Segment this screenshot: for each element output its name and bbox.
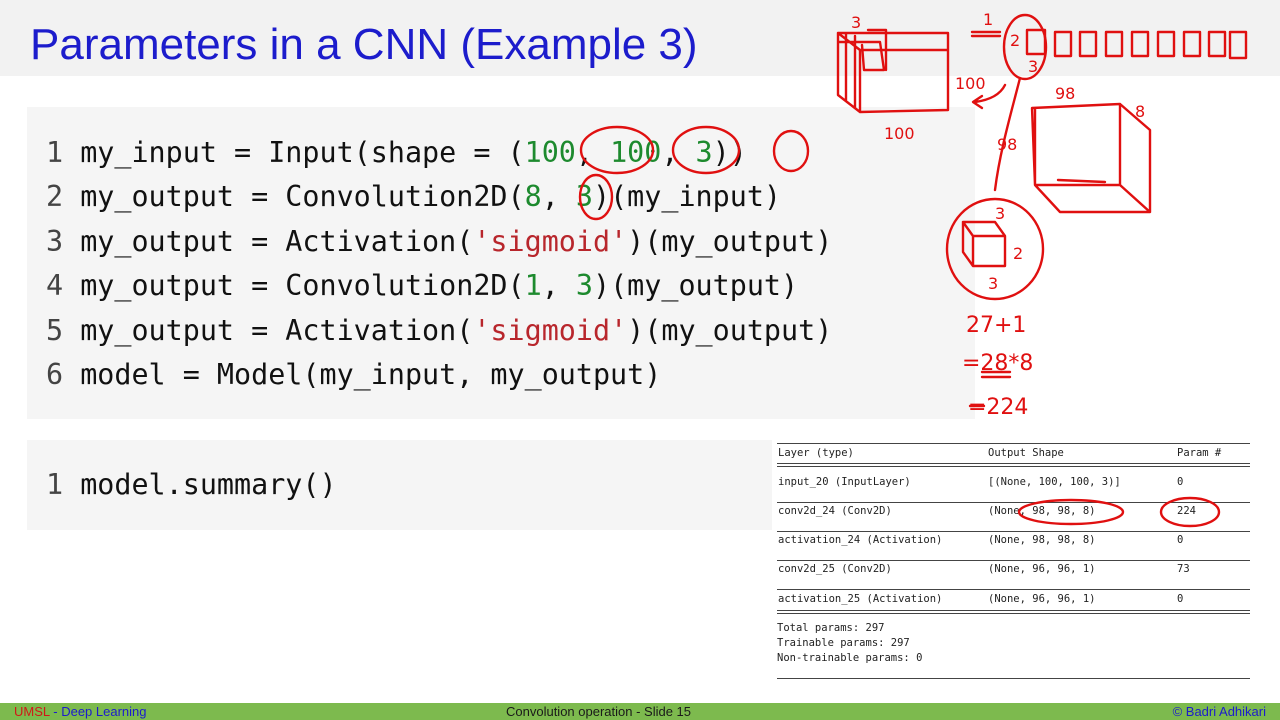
code-line-2: 2 my_output = Convolution2D(8, 3)(my_inp…: [46, 180, 782, 213]
layer-shape: (None, 98, 98, 8): [988, 534, 1096, 546]
note-kernel-3-bottom: 3: [988, 274, 998, 293]
code-line-6: 6 model = Model(my_input, my_output): [46, 358, 662, 391]
table-rule: [777, 443, 1250, 444]
footer-slide-info: Convolution operation - Slide 15: [506, 704, 692, 719]
note-calc-1: 27+1: [966, 313, 1026, 338]
code-line-summary: 1 model.summary(): [46, 468, 337, 501]
header-layer: Layer (type): [778, 447, 854, 459]
code-line-1: 1 my_input = Input(shape = (100, 100, 3)…: [46, 136, 747, 169]
code-line-4: 4 my_output = Convolution2D(1, 3)(my_out…: [46, 269, 799, 302]
table-rule: [777, 560, 1250, 561]
footer-author: © Badri Adhikari: [1173, 703, 1266, 720]
code-cell-summary[interactable]: [27, 440, 772, 530]
layer-params: 224: [1177, 505, 1196, 517]
header-output-shape: Output Shape: [988, 447, 1064, 459]
layer-shape: (None, 96, 96, 1): [988, 593, 1096, 605]
footer-org: UMSL: [14, 704, 50, 719]
note-kernel-2: 2: [1013, 244, 1023, 263]
output-volume-sketch: [1030, 102, 1152, 214]
slide-title: Parameters in a CNN (Example 3): [30, 20, 698, 69]
table-row: input_20 (InputLayer) [(None, 100, 100, …: [777, 474, 1250, 490]
table-rule: [777, 502, 1250, 503]
table-row: conv2d_25 (Conv2D) (None, 96, 96, 1) 73: [777, 561, 1250, 577]
underline-28: [968, 370, 1012, 408]
layer-params: 73: [1177, 563, 1190, 575]
table-row: activation_25 (Activation) (None, 96, 96…: [777, 591, 1250, 607]
table-row: activation_24 (Activation) (None, 98, 98…: [777, 532, 1250, 548]
layer-params: 0: [1177, 476, 1184, 488]
layer-shape: [(None, 100, 100, 3)]: [988, 476, 1121, 488]
footer-separator: -: [49, 704, 62, 719]
layer-shape: (None, 98, 98, 8): [988, 505, 1096, 517]
table-rule: [777, 678, 1250, 679]
table-header: Layer (type) Output Shape Param #: [777, 445, 1250, 461]
code-line-5: 5 my_output = Activation('sigmoid')(my_o…: [46, 314, 833, 347]
code-cell-model[interactable]: [27, 107, 975, 419]
table-rule: [777, 531, 1250, 532]
layer-shape: (None, 96, 96, 1): [988, 563, 1096, 575]
note-calc-3: =224: [968, 395, 1028, 420]
layer-params: 0: [1177, 534, 1184, 546]
table-rule-double: [777, 610, 1250, 614]
code-line-3: 3 my_output = Activation('sigmoid')(my_o…: [46, 225, 833, 258]
note-filter-dim-100: 100: [955, 74, 986, 93]
copyright-icon: ©: [1172, 704, 1183, 719]
layer-name: activation_24 (Activation): [778, 534, 943, 546]
table-row: conv2d_24 (Conv2D) (None, 98, 98, 8) 224: [777, 503, 1250, 519]
arrow-sketch: [971, 83, 1007, 110]
layer-params: 0: [1177, 593, 1184, 605]
footer-course: UMSL - Deep Learning: [14, 703, 147, 720]
non-trainable-params: Non-trainable params: 0: [777, 652, 923, 664]
trainable-params: Trainable params: 297: [777, 637, 910, 649]
footer-course-name: Deep Learning: [61, 704, 147, 719]
note-output-98-side: 98: [997, 135, 1017, 154]
layer-name: input_20 (InputLayer): [778, 476, 911, 488]
layer-name: activation_25 (Activation): [778, 593, 943, 605]
layer-name: conv2d_24 (Conv2D): [778, 505, 892, 517]
table-rule-double: [777, 463, 1250, 467]
table-rule: [777, 589, 1250, 590]
footer-bar: UMSL - Deep Learning Convolution operati…: [0, 703, 1280, 720]
note-output-8: 8: [1135, 102, 1145, 121]
footer-author-name: Badri Adhikari: [1185, 704, 1266, 719]
note-kernel-3-top: 3: [995, 204, 1005, 223]
connector-line: [993, 76, 1022, 192]
layer-name: conv2d_25 (Conv2D): [778, 563, 892, 575]
total-params: Total params: 297: [777, 622, 885, 634]
note-output-98-top: 98: [1055, 84, 1075, 103]
header-param: Param #: [1177, 447, 1222, 459]
